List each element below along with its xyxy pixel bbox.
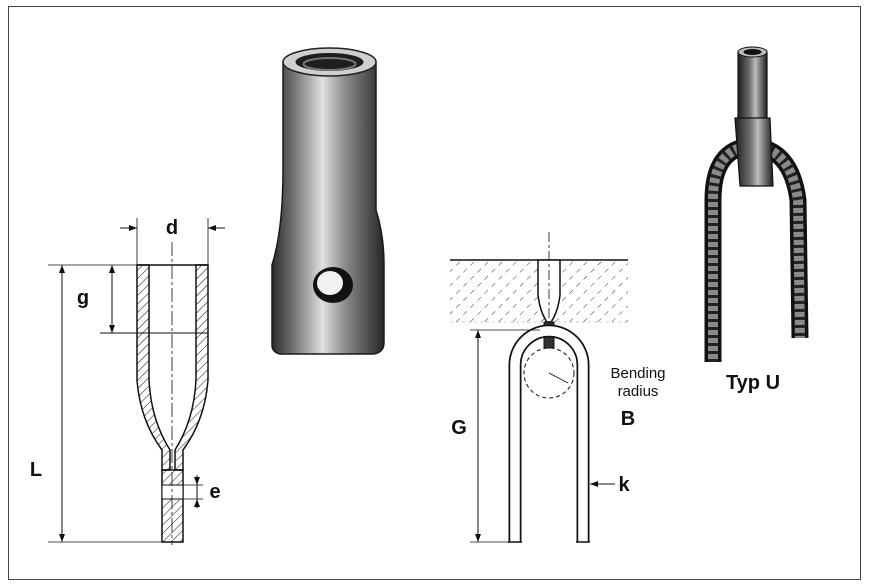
label-L: L	[30, 459, 42, 481]
bending-diagram	[450, 232, 628, 543]
label-typ-u: Typ U	[726, 372, 780, 394]
label-g: g	[77, 287, 89, 309]
label-d: d	[166, 217, 178, 239]
section-drawing	[48, 218, 225, 545]
label-k: k	[618, 474, 630, 496]
label-radius: radius	[618, 383, 659, 400]
label-B: B	[621, 408, 635, 430]
label-e: e	[209, 481, 220, 503]
socket-photo	[271, 47, 385, 355]
label-G: G	[451, 417, 467, 439]
figure-frame	[8, 6, 861, 580]
typ-u-photo	[704, 46, 809, 362]
label-bending: Bending	[610, 365, 665, 382]
